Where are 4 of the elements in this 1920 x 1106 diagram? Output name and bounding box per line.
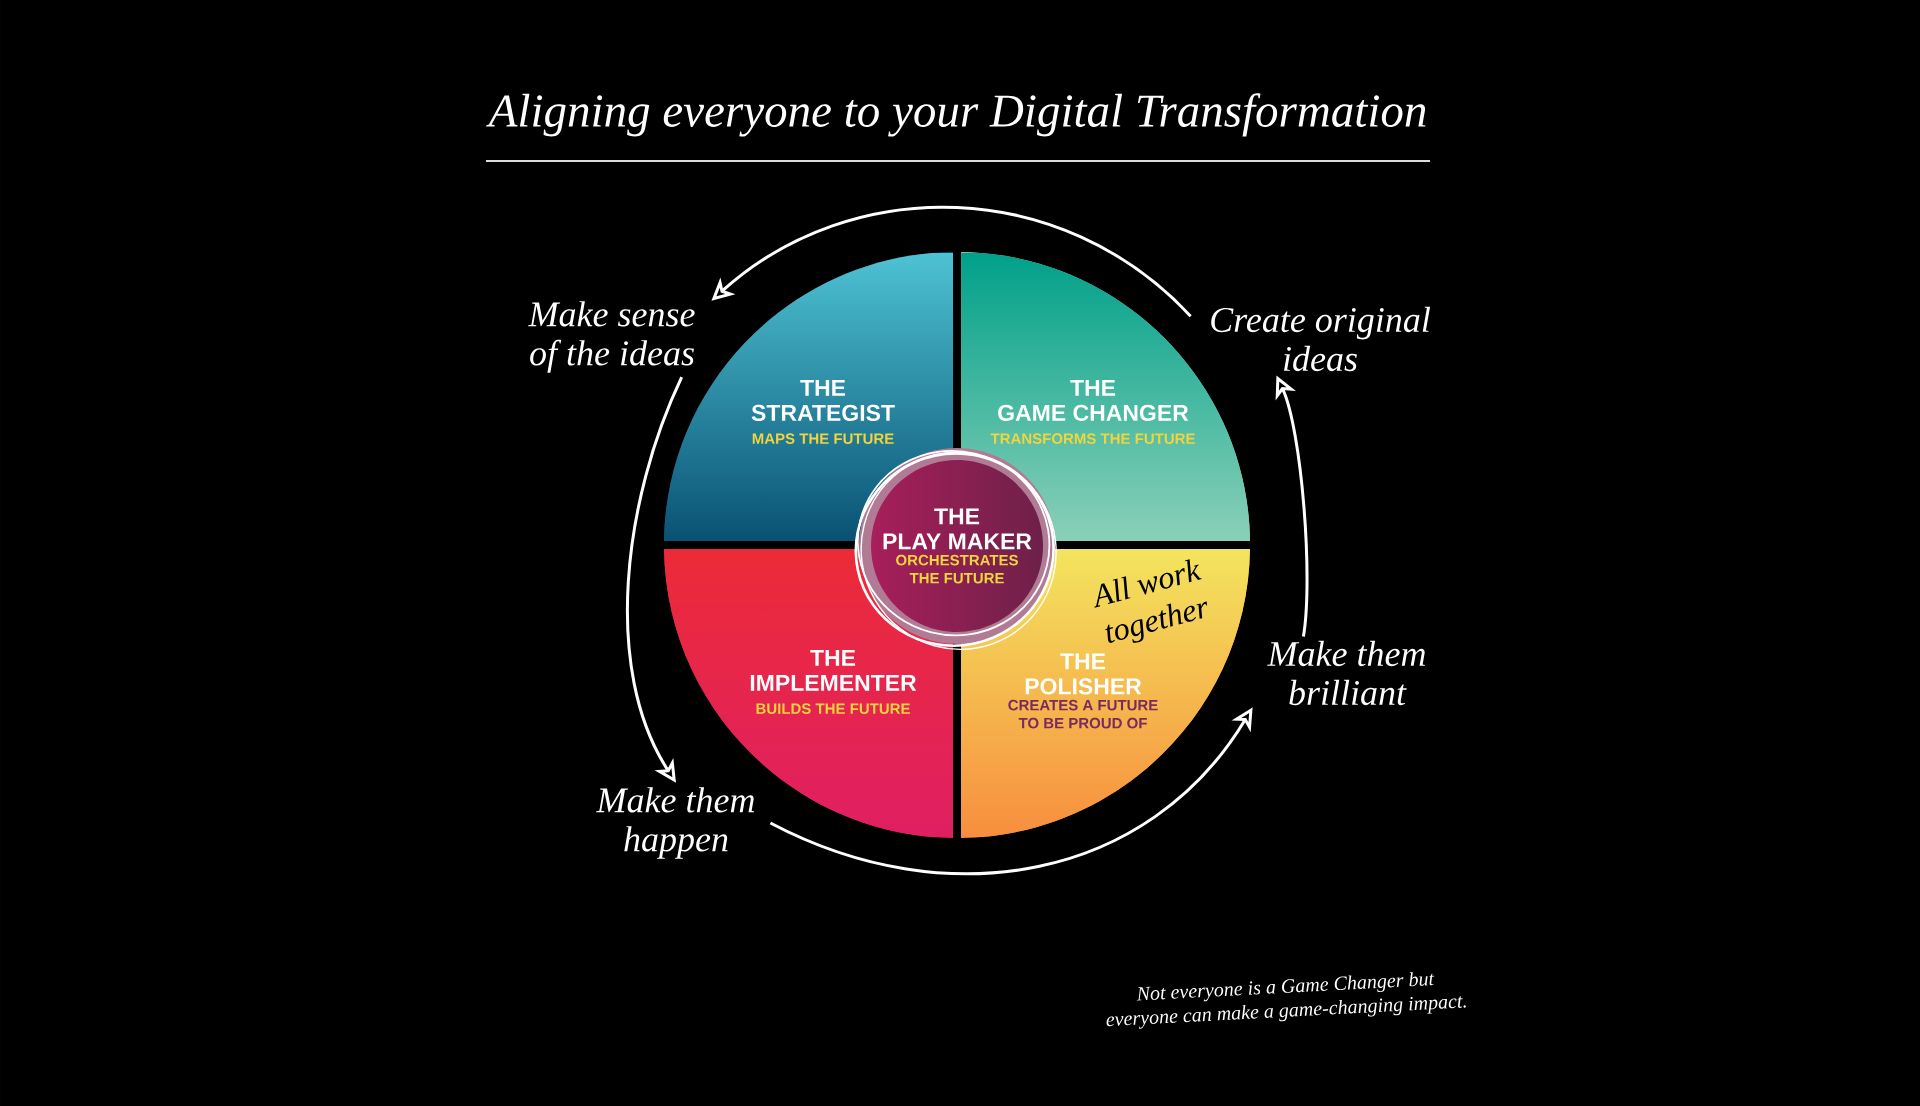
handwritten-note: All work together (1094, 559, 1207, 643)
title: Aligning everyone to your Digital Transformation (486, 93, 1426, 137)
tagline: Not everyone is a Game Changer but everyone can make a game-changing impact. (1106, 972, 1466, 1029)
handwritten-label: Make them brilliant (1267, 640, 1425, 706)
